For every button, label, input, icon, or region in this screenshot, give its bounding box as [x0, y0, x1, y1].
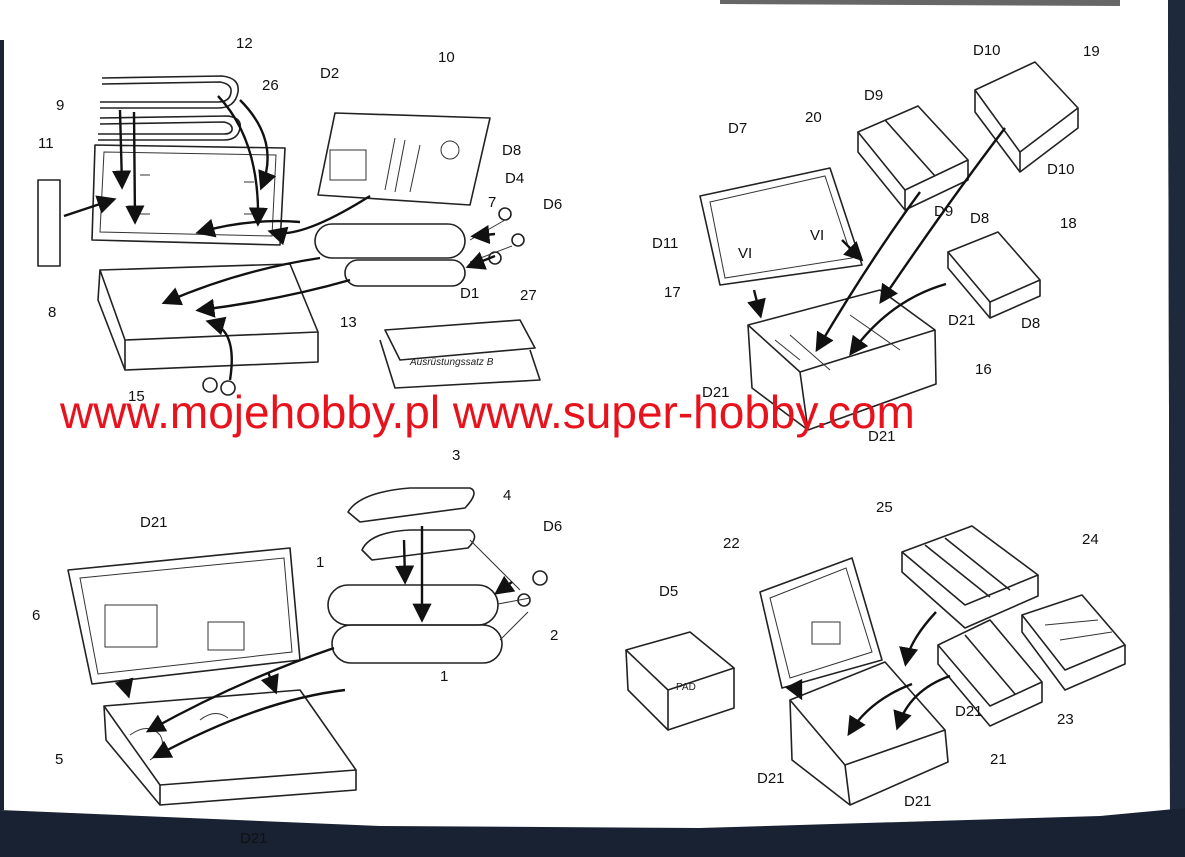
label-d10-bottom: D10 — [1047, 161, 1075, 178]
part-3-tank — [347, 487, 475, 523]
label-d5: D5 — [659, 583, 678, 600]
label-21: 21 — [990, 751, 1007, 768]
part-5-box — [103, 689, 357, 806]
label-d21-tr-c: D21 — [868, 428, 896, 445]
label-17: 17 — [664, 284, 681, 301]
part-25-tray — [901, 525, 1039, 629]
label-18: 18 — [1060, 215, 1077, 232]
part-d1-case: Ausrüstungssatz B — [379, 319, 541, 389]
label-d2: D2 — [320, 65, 339, 82]
part-d5-box — [625, 631, 735, 731]
bottom-dark-edge — [0, 808, 1185, 857]
part-13-tank — [344, 259, 466, 287]
label-6: 6 — [32, 607, 40, 624]
watermark: www.mojehobby.pl www.super-hobby.com — [59, 386, 915, 438]
label-d8-bottom: D8 — [1021, 315, 1040, 332]
label-vi-b: VI — [810, 227, 824, 244]
label-d21-br-c: D21 — [904, 793, 932, 810]
label-d21-tr-b: D21 — [702, 384, 730, 401]
label-d9-bottom: D9 — [934, 203, 953, 220]
label-12: 12 — [236, 35, 253, 52]
part-1-tanks — [327, 584, 503, 664]
label-20: 20 — [805, 109, 822, 126]
part-10-panel — [317, 112, 491, 206]
assembly-arrows-tl — [63, 95, 496, 381]
part-18-tray — [947, 231, 1041, 319]
label-d21-br-b: D21 — [757, 770, 785, 787]
label-d8-top: D8 — [970, 210, 989, 227]
label-1-bottom: 1 — [440, 668, 448, 685]
label-d6-bl: D6 — [543, 518, 562, 535]
label-d7: D7 — [728, 120, 747, 137]
label-7: 7 — [488, 194, 496, 211]
label-d6: D6 — [543, 196, 562, 213]
label-16: 16 — [975, 361, 992, 378]
label-19: 19 — [1083, 43, 1100, 60]
part-23-tray — [937, 619, 1043, 727]
label-d1: D1 — [460, 285, 479, 302]
part-20-tray — [857, 105, 969, 211]
label-d11: D11 — [652, 235, 678, 252]
panel-top-left: Ausrüstungssatz B — [37, 75, 541, 396]
label-27: 27 — [520, 287, 537, 304]
part-11-plate — [37, 179, 61, 267]
label-d9-top: D9 — [864, 87, 883, 104]
label-pad: PAD — [676, 682, 696, 693]
part-21-chest — [789, 661, 949, 806]
label-d10-top: D10 — [973, 42, 1001, 59]
panel-bottom-left — [67, 487, 548, 806]
part-19-tray — [974, 61, 1079, 173]
label-11: 11 — [38, 135, 54, 152]
label-22: 22 — [723, 535, 740, 552]
part-labels-bottom-right: 25 22 24 D5 D21 23 D21 21 D21 PAD — [659, 499, 1099, 810]
label-5: 5 — [55, 751, 63, 768]
part-labels-top-left: 12 26 9 11 D2 10 D8 D4 D6 7 27 8 13 D1 1… — [38, 35, 562, 405]
label-24: 24 — [1082, 531, 1099, 548]
label-d21-bl-bottom: D21 — [240, 830, 268, 847]
label-23: 23 — [1057, 711, 1074, 728]
label-25: 25 — [876, 499, 893, 516]
part-8-box — [97, 263, 319, 371]
part-15-valve — [202, 377, 236, 396]
part-7-tank — [314, 223, 466, 259]
label-3: 3 — [452, 447, 460, 464]
label-10: 10 — [438, 49, 455, 66]
label-1-top: 1 — [316, 554, 324, 571]
part-d6-valves-2 — [497, 570, 548, 641]
left-dark-edge — [0, 40, 4, 810]
label-2: 2 — [550, 627, 558, 644]
label-d8: D8 — [502, 142, 521, 159]
label-9: 9 — [56, 97, 64, 114]
label-d4: D4 — [505, 170, 524, 187]
assembly-arrows-bl — [114, 526, 516, 759]
part-24-tray — [1021, 594, 1126, 691]
label-8: 8 — [48, 304, 56, 321]
label-15: 15 — [128, 388, 145, 405]
label-13: 13 — [340, 314, 357, 331]
label-4: 4 — [503, 487, 511, 504]
label-d21-tr-a: D21 — [948, 312, 976, 329]
part-16-chest — [747, 289, 937, 431]
panel-bottom-right — [625, 525, 1126, 806]
label-d21-bl-top: D21 — [140, 514, 168, 531]
label-d21-br-a: D21 — [955, 703, 983, 720]
right-dark-edge — [1168, 0, 1185, 857]
assembly-arrows-tr — [747, 127, 1006, 356]
part-22-lid — [759, 557, 883, 689]
label-26: 26 — [262, 77, 279, 94]
panel-top-right — [699, 61, 1079, 431]
svg-text:Ausrüstungssatz B: Ausrüstungssatz B — [409, 357, 494, 368]
assembly-arrows-br — [784, 611, 951, 737]
part-labels-bottom-left: 3 4 D6 D21 1 6 2 1 5 D21 — [32, 447, 562, 847]
label-vi-a: VI — [738, 245, 752, 262]
part-labels-top-right: D10 19 D9 20 D7 D10 D9 D8 18 D11 VI VI 1… — [652, 42, 1100, 445]
top-edge-print — [720, 0, 1120, 6]
